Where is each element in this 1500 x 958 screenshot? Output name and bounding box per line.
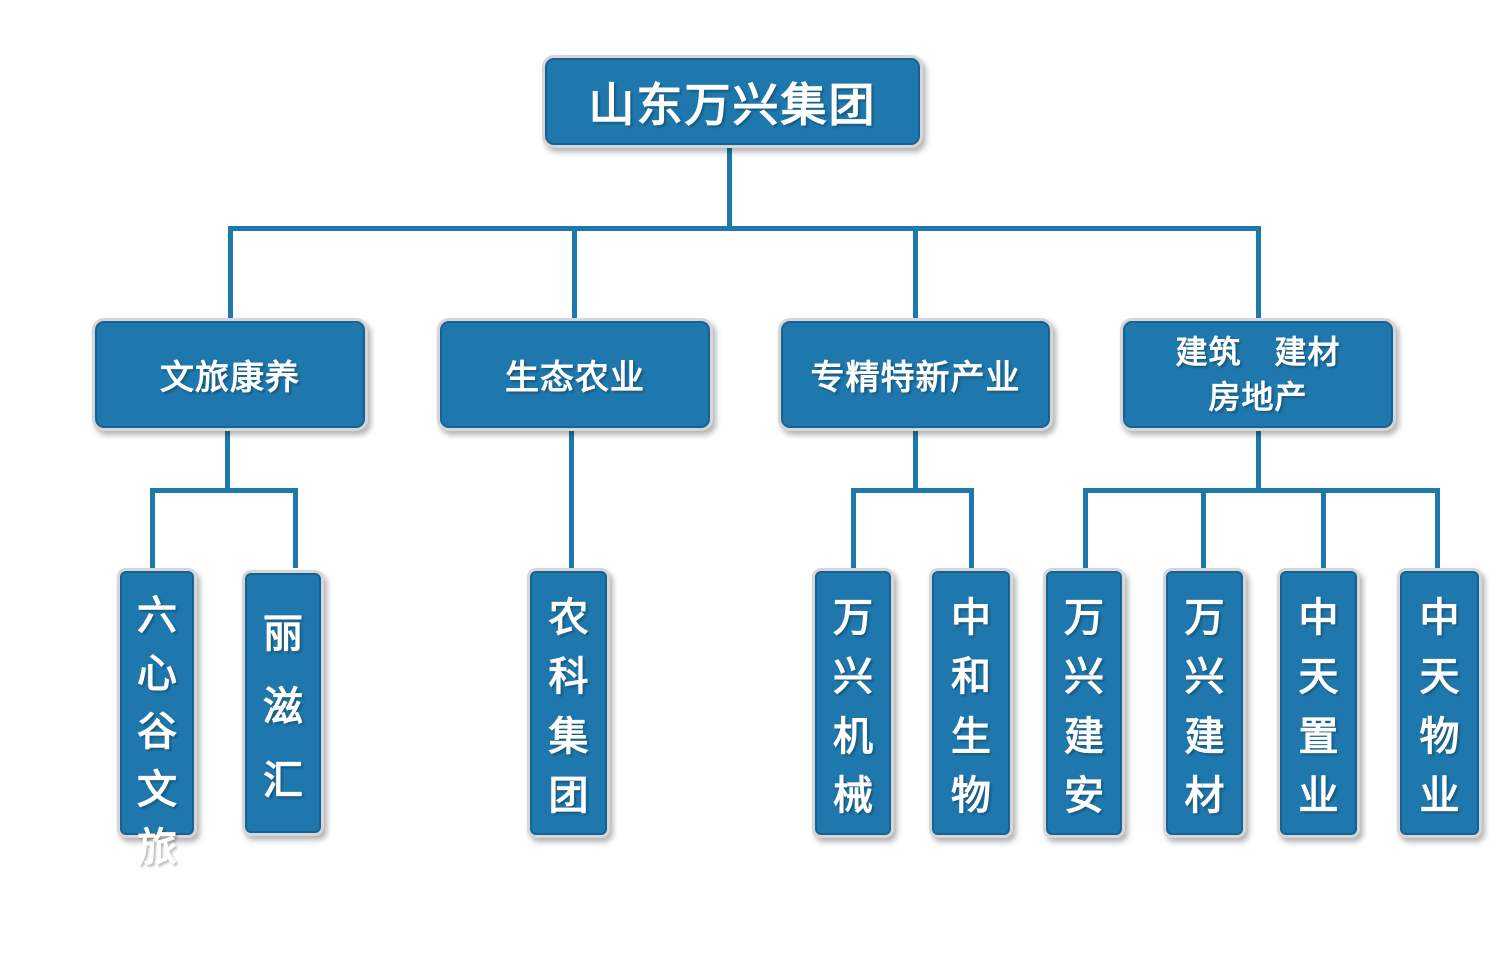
box-ecological-agriculture: 生态农业	[437, 318, 713, 431]
connector-drop-child-3	[851, 488, 856, 568]
box-lizihui: 丽滋汇	[242, 570, 324, 836]
box-shandong-wanxing-group: 山东万兴集团	[542, 55, 923, 148]
connector-stem-group-3	[913, 431, 918, 493]
subsidiary-label: 万兴机械	[833, 595, 873, 819]
connector-drop-child-2	[293, 488, 298, 568]
subsidiary-label: 丽滋汇	[263, 611, 303, 803]
box-construction-materials-realestate: 建筑 建材 房地产	[1120, 318, 1396, 431]
subsidiary-label: 六心谷文旅	[137, 594, 177, 870]
connector-drop-child-4	[969, 488, 974, 568]
branch-label: 建筑 建材 房地产	[1175, 330, 1340, 420]
branch-label: 专精特新产业	[810, 359, 1021, 397]
connector-drop-child-7	[1321, 488, 1326, 568]
branch-label-line1: 建筑 建材	[1175, 333, 1341, 370]
box-zhongtian-property: 中天物业	[1397, 568, 1482, 838]
branch-label-line2: 房地产	[1208, 378, 1308, 415]
connector-drop-child-6	[1201, 488, 1206, 568]
connector-horizontal-group-1	[150, 488, 298, 493]
connector-drop-branch-3	[913, 226, 918, 318]
connector-drop-child-8	[1435, 488, 1440, 568]
box-liuxingu-wenlv: 六心谷文旅	[117, 568, 197, 870]
connector-stem-group-2	[569, 431, 574, 568]
connector-stem-group-1	[225, 431, 230, 493]
box-zhongtian-zhiye: 中天置业	[1277, 568, 1360, 838]
box-wanxing-building-materials: 万兴建材	[1163, 568, 1246, 838]
box-culture-tourism-health: 文旅康养	[92, 318, 368, 431]
subsidiary-label: 中和生物	[951, 595, 991, 819]
root-label: 山东万兴集团	[588, 78, 877, 131]
connector-main-horizontal	[228, 226, 1261, 231]
connector-drop-child-1	[150, 488, 155, 568]
box-wanxing-jianan: 万兴建安	[1043, 568, 1125, 838]
branch-label: 文旅康养	[160, 359, 300, 397]
box-specialized-new-industries: 专精特新产业	[778, 318, 1053, 431]
subsidiary-label: 万兴建安	[1064, 595, 1104, 819]
branch-label: 生态农业	[505, 359, 645, 397]
connector-stem-group-4	[1256, 431, 1261, 493]
subsidiary-label: 中天置业	[1298, 595, 1339, 819]
connector-drop-branch-2	[572, 226, 577, 318]
subsidiary-label: 中天物业	[1419, 595, 1460, 819]
box-zhonghe-biology: 中和生物	[929, 568, 1013, 838]
subsidiary-label: 农科集团	[548, 595, 589, 819]
box-nongke-group: 农科集团	[527, 568, 610, 838]
connector-horizontal-group-3	[851, 488, 974, 493]
connector-drop-child-5	[1083, 488, 1088, 568]
connector-horizontal-group-4	[1083, 488, 1440, 493]
connector-drop-branch-4	[1256, 226, 1261, 318]
box-wanxing-machinery: 万兴机械	[812, 568, 894, 838]
connector-root-stem	[727, 148, 732, 228]
connector-drop-branch-1	[228, 226, 233, 318]
subsidiary-label: 万兴建材	[1184, 595, 1225, 819]
